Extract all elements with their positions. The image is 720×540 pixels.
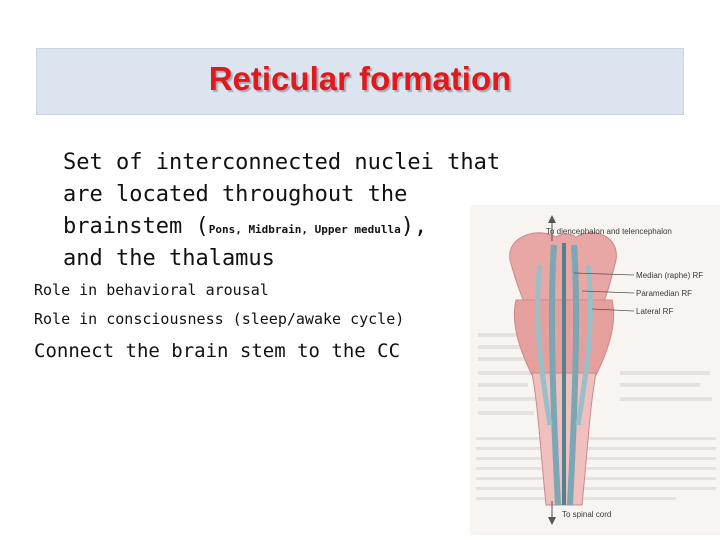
brainstem-parts: Pons, Midbrain, Upper medulla (208, 223, 401, 236)
slide-title: Reticular formation (208, 60, 512, 97)
figure-label-lateral: Lateral RF (636, 307, 674, 316)
role-line-arousal: Role in behavioral arousal (34, 281, 269, 299)
body-line-3-pre: brainstem ( (63, 214, 209, 239)
figure-label-bottom: To spinal cord (562, 510, 612, 519)
brainstem-illustration (476, 215, 716, 525)
figure-label-top: To diencephalon and telencephalon (546, 227, 672, 236)
body-line-3-post: ), (400, 214, 428, 239)
connect-line: Connect the brain stem to the CC (34, 340, 401, 362)
role-line-consciousness: Role in consciousness (sleep/awake cycle… (34, 310, 405, 328)
brainstem-figure: To diencephalon and telencephalon Median… (470, 205, 720, 535)
body-line-3: brainstem (Pons, Midbrain, Upper medulla… (63, 214, 427, 239)
body-line-2: are located throughout the (63, 182, 408, 207)
body-line-1: Set of interconnected nuclei that (63, 150, 501, 175)
title-bar: Reticular formation (36, 48, 684, 115)
figure-label-median: Median (raphe) RF (636, 271, 704, 280)
body-line-4: and the thalamus (63, 246, 275, 271)
figure-label-paramedian: Paramedian RF (636, 289, 693, 298)
